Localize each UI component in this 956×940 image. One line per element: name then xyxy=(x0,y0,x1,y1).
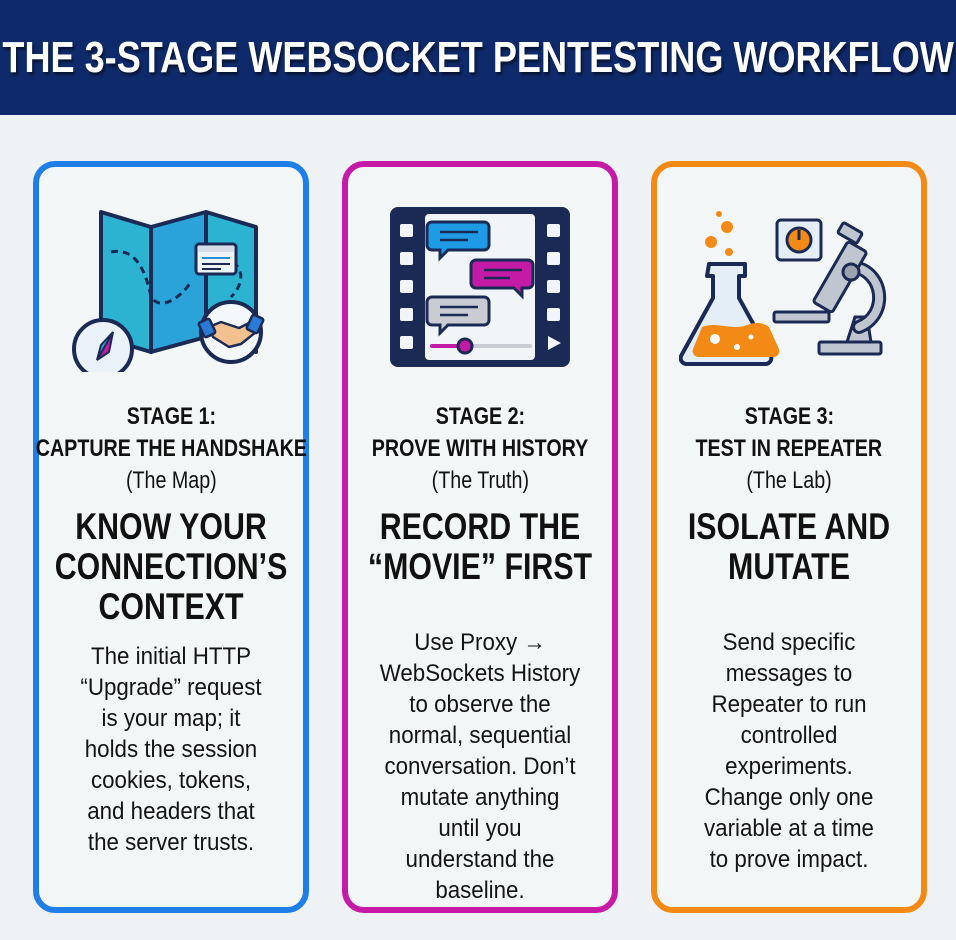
stage-description: Send specific messages to Repeater to ru… xyxy=(704,629,874,873)
stage-title: CAPTURE THE HANDSHAKE xyxy=(35,435,307,462)
stage-subtitle: (The Lab) xyxy=(746,467,832,494)
stage-subtitle: (The Truth) xyxy=(431,467,529,494)
map-compass-handshake-icon xyxy=(56,187,286,387)
stage-card-3: STAGE 3: TEST IN REPEATER (The Lab) ISOL… xyxy=(651,161,927,913)
stage-label: STAGE 3: xyxy=(744,403,834,430)
page-title: THE 3-STAGE WEBSOCKET PENTESTING WORKFLO… xyxy=(2,32,954,82)
stage-headline: ISOLATE AND MUTATE xyxy=(687,506,891,587)
stage-label: STAGE 1: xyxy=(126,403,216,430)
stage-card-2: STAGE 2: PROVE WITH HISTORY (The Truth) … xyxy=(342,161,618,913)
stage-label: STAGE 2: xyxy=(435,403,525,430)
stage-subtitle: (The Map) xyxy=(125,467,217,494)
stage-headline: KNOW YOUR CONNECTION’S CONTEXT xyxy=(54,506,288,627)
page-header: THE 3-STAGE WEBSOCKET PENTESTING WORKFLO… xyxy=(0,0,956,115)
film-chat-history-icon xyxy=(365,187,595,387)
stage-description: The initial HTTP “Upgrade” request is yo… xyxy=(80,643,262,856)
stage-headline: RECORD THE “MOVIE” FIRST xyxy=(367,506,593,587)
stage-title: PROVE WITH HISTORY xyxy=(371,435,589,462)
stage-title: TEST IN REPEATER xyxy=(695,435,883,462)
stage-description: Use Proxy → WebSockets History to observ… xyxy=(379,629,581,904)
stage-card-1: STAGE 1: CAPTURE THE HANDSHAKE (The Map)… xyxy=(33,161,309,913)
lab-flask-microscope-icon xyxy=(674,187,904,387)
